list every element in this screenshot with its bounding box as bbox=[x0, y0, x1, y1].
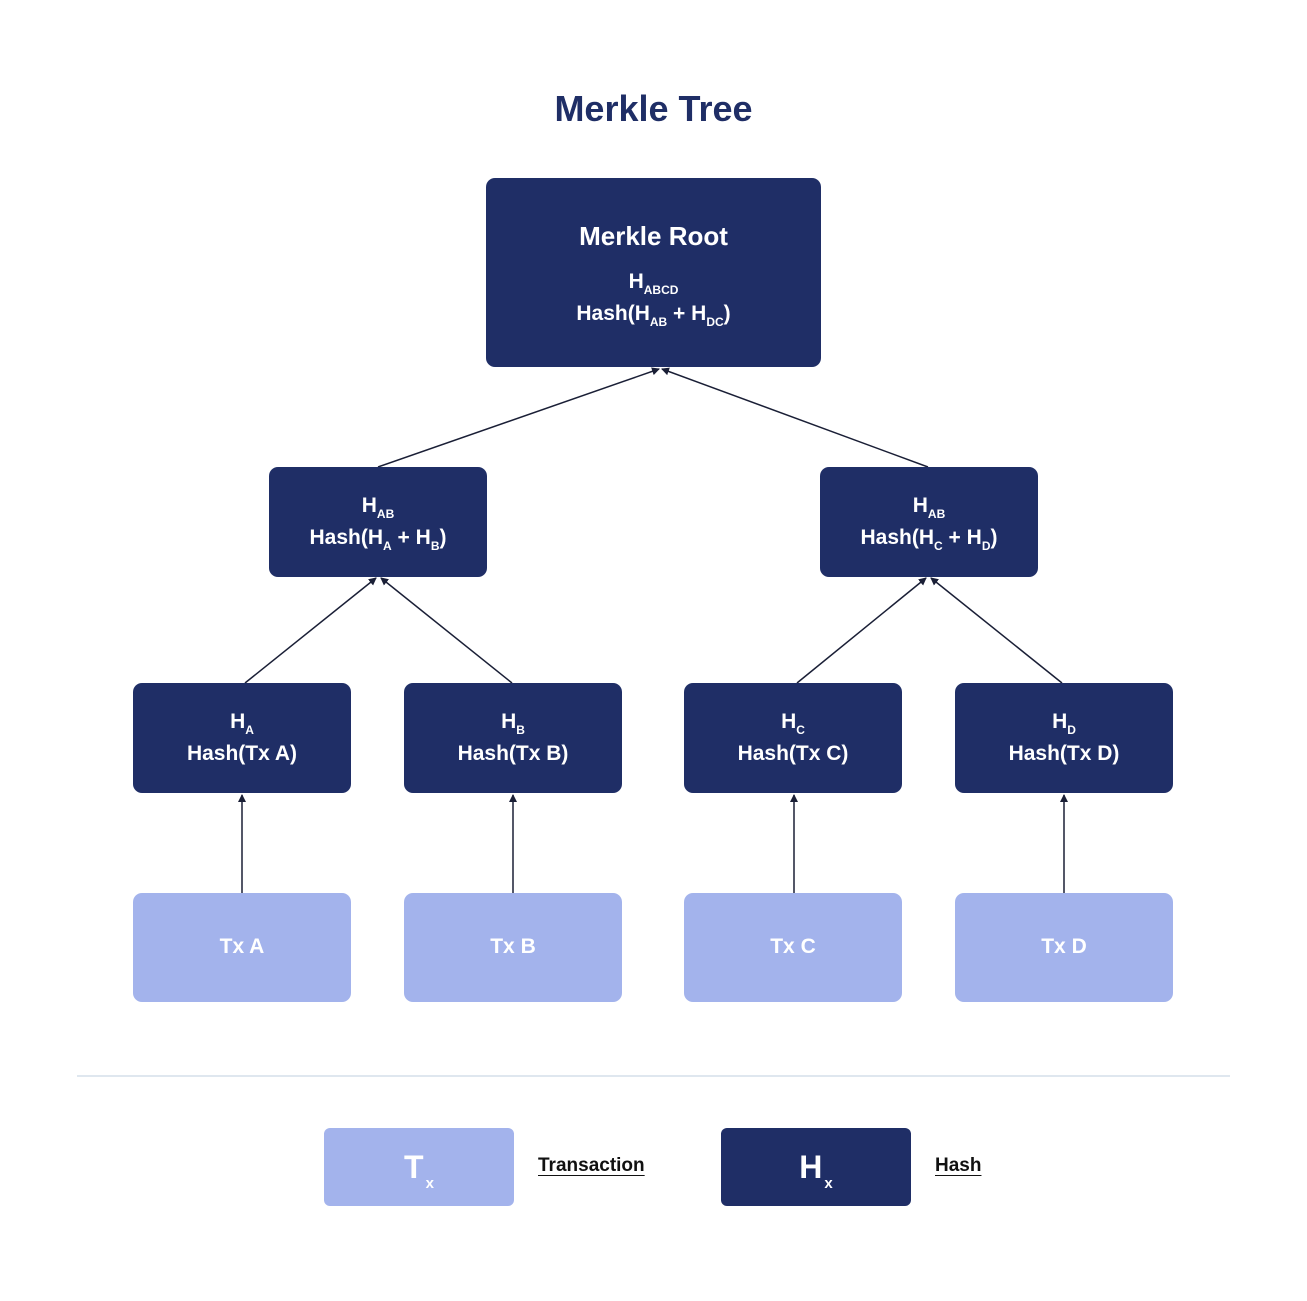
diagram-title: Merkle Tree bbox=[554, 88, 753, 129]
hash-node-b: HB Hash(Tx B) bbox=[404, 683, 622, 793]
hash-node-formula: Hash(HA + HB) bbox=[309, 526, 447, 553]
hash-node-label: HC bbox=[781, 709, 805, 737]
transaction-label: Tx C bbox=[770, 935, 816, 959]
transaction-label: Tx B bbox=[490, 935, 536, 959]
merkle-root-heading: Merkle Root bbox=[579, 221, 728, 252]
edge-hcd-to-root bbox=[661, 367, 929, 468]
merkle-root-node: Merkle Root HABCD Hash(HAB + HDC) bbox=[486, 178, 821, 367]
hash-node-d: HD Hash(Tx D) bbox=[955, 683, 1173, 793]
hash-node-label: HA bbox=[230, 709, 254, 737]
hash-node-label: HAB bbox=[912, 493, 946, 521]
hash-node-formula: Hash(Tx C) bbox=[737, 742, 849, 765]
transaction-node-c: Tx C bbox=[684, 893, 902, 1002]
transaction-label: Tx A bbox=[219, 935, 265, 959]
merkle-root-hash-formula: Hash(HAB + HDC) bbox=[576, 302, 731, 330]
hash-node-c: HC Hash(Tx C) bbox=[684, 683, 902, 793]
hash-node-label: HB bbox=[501, 709, 525, 737]
transaction-node-b: Tx B bbox=[404, 893, 622, 1002]
transaction-node-d: Tx D bbox=[955, 893, 1173, 1002]
hash-node-cd: HAB Hash(HC + HD) bbox=[820, 467, 1038, 577]
hash-node-ab: HAB Hash(HA + HB) bbox=[269, 467, 487, 577]
edge-ha-to-hab bbox=[244, 577, 377, 684]
legend-hash-label: Hash bbox=[935, 1155, 982, 1176]
hash-node-label: HD bbox=[1052, 709, 1076, 737]
hash-node-label: HAB bbox=[361, 493, 395, 521]
transaction-label: Tx D bbox=[1041, 935, 1087, 959]
merkle-root-hash-label: HABCD bbox=[628, 270, 679, 298]
hash-node-formula: Hash(Tx B) bbox=[457, 742, 569, 765]
hash-node-formula: Hash(HC + HD) bbox=[860, 526, 998, 553]
edge-hd-to-hcd bbox=[930, 577, 1063, 684]
hash-node-formula: Hash(Tx A) bbox=[186, 742, 298, 765]
edge-hab-to-root bbox=[377, 367, 660, 468]
edge-hb-to-hab bbox=[380, 577, 513, 684]
legend-transaction-label: Transaction bbox=[538, 1155, 645, 1176]
transaction-node-a: Tx A bbox=[133, 893, 351, 1002]
legend-divider bbox=[77, 1075, 1230, 1077]
hash-node-a: HA Hash(Tx A) bbox=[133, 683, 351, 793]
hash-node-formula: Hash(Tx D) bbox=[1008, 742, 1120, 765]
edge-hc-to-hcd bbox=[796, 577, 927, 684]
